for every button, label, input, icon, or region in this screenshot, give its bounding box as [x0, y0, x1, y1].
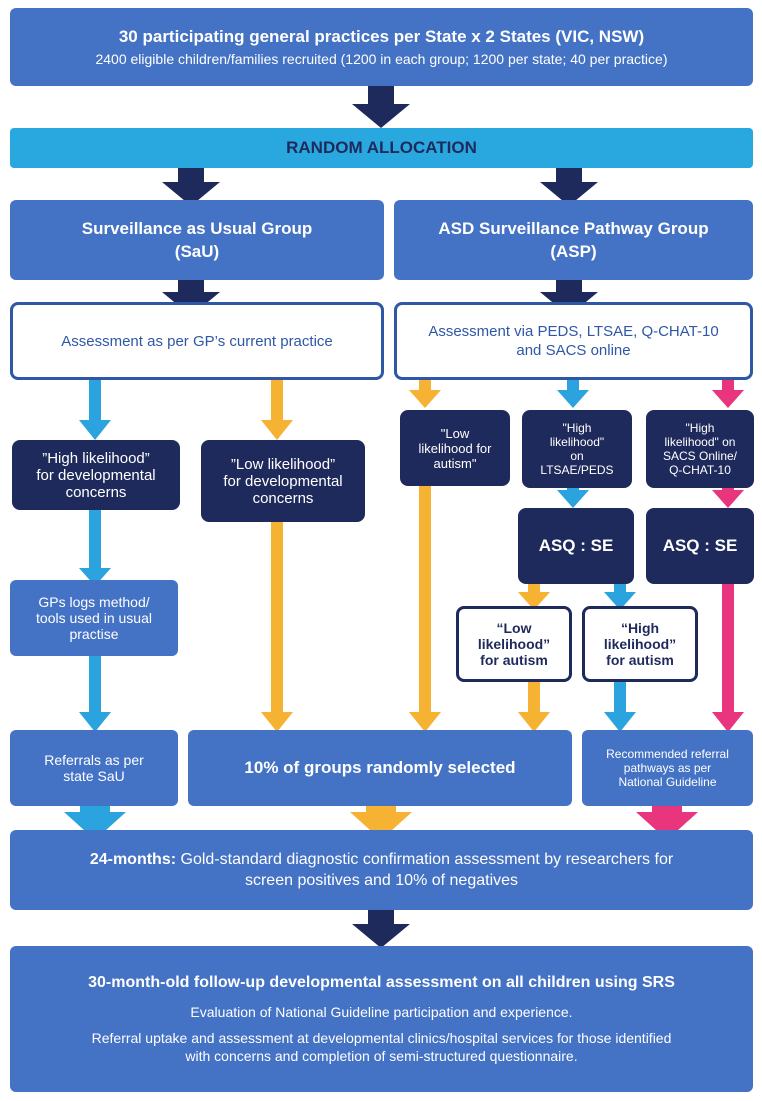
sau-assessment-box: Assessment as per GP’s current practice	[10, 302, 384, 380]
asp-low-likelihood-outcome-box: “Low likelihood” for autism	[456, 606, 572, 682]
month-30-line1: Evaluation of National Guideline partici…	[190, 1004, 573, 1020]
sau-low-likelihood-box: ”Low likelihood” for developmental conce…	[201, 440, 365, 522]
referrals-line2: state SaU	[63, 768, 125, 784]
asq-se-box-ltsae: ASQ : SE	[518, 508, 634, 584]
sau-high-line2: for developmental	[36, 466, 156, 484]
recommended-line1: Recommended referral	[606, 747, 729, 761]
sau-high-line1: ”High likelihood”	[42, 449, 150, 467]
arrow-sau-low	[261, 376, 293, 440]
month-30-title: 30-month-old follow-up developmental ass…	[88, 974, 675, 991]
asp-low-autism-line1: "Low	[440, 425, 470, 441]
asp-low2-line2: likelihood”	[477, 636, 551, 652]
asp-low-likelihood-autism-box: "Low likelihood for autism"	[400, 410, 510, 486]
month-30-line2: Referral uptake and assessment at develo…	[91, 1030, 672, 1046]
recommended-referral-box: Recommended referral pathways as per Nat…	[582, 730, 753, 806]
arrow-recommended-to-24m	[636, 796, 698, 840]
random-10-percent-label: 10% of groups randomly selected	[244, 758, 516, 777]
arrow-sau-high	[79, 376, 111, 440]
asp-high-ltsae-line4: LTSAE/PEDS	[540, 463, 614, 477]
asp-high2-line3: for autism	[606, 652, 674, 668]
arrow-high2-to-recommended	[604, 680, 636, 732]
arrow-random-to-sau	[162, 165, 220, 206]
sau-title-line1: Surveillance as Usual Group	[81, 218, 313, 238]
random-allocation-band: RANDOM ALLOCATION	[10, 128, 753, 168]
arrow-top-to-random	[352, 86, 410, 128]
top-subtitle: 2400 eligible children/families recruite…	[95, 51, 668, 67]
sau-title-line2: (SaU)	[174, 241, 220, 261]
arrow-ltsae-to-asq1	[557, 486, 589, 508]
asp-high-ltsae-line2: likelihood"	[549, 435, 605, 449]
month-24-assessment-box: 24-months: Gold-standard diagnostic conf…	[10, 830, 753, 910]
gp-logs-line3: practise	[69, 626, 119, 642]
gp-logs-line2: tools used in usual	[36, 610, 152, 626]
arrow-asq2-to-recommended	[712, 582, 744, 732]
recommended-line2: pathways as per	[623, 761, 712, 775]
top-title: 30 participating general practices per S…	[118, 27, 645, 46]
month-30-line3: with concerns and completion of semi-str…	[185, 1048, 578, 1064]
asp-title-line1: ASD Surveillance Pathway Group	[438, 218, 709, 238]
arrow-asp-to-assessment	[540, 276, 598, 316]
arrow-asp-low	[409, 376, 441, 408]
asq-se-box-sacs: ASQ : SE	[646, 508, 754, 584]
arrow-referrals-to-24m	[64, 796, 126, 840]
asp-high-ltsae-line1: "High	[562, 421, 592, 435]
sau-low-line2: for developmental	[223, 472, 343, 490]
top-participants-box: 30 participating general practices per S…	[10, 8, 753, 86]
arrow-asq1-to-low2	[518, 582, 550, 610]
arrow-logs-to-referrals	[79, 654, 111, 732]
month-24-line1: 24-months: Gold-standard diagnostic conf…	[90, 851, 673, 869]
sau-low-line3: concerns	[252, 489, 314, 507]
asp-high-likelihood-sacs-box: "High likelihood" on SACS Online/ Q-CHAT…	[646, 410, 754, 488]
asp-title-line2: (ASP)	[550, 241, 597, 261]
asp-high2-line1: “High	[620, 620, 660, 636]
arrow-sacs-to-asq2	[712, 486, 744, 508]
recommended-line3: National Guideline	[618, 775, 717, 789]
gp-logs-box: GPs logs method/ tools used in usual pra…	[10, 580, 178, 656]
asp-high-sacs-line3: SACS Online/	[662, 449, 738, 463]
asp-high-sacs-line2: likelihood" on	[664, 435, 736, 449]
asp-high2-line2: likelihood”	[603, 636, 677, 652]
asp-assessment-line2: and SACS online	[516, 342, 631, 359]
asp-high-sacs-line1: "High	[685, 421, 715, 435]
month-24-bold: 24-months:	[89, 850, 177, 868]
arrow-asq1-to-high2	[604, 582, 636, 610]
arrow-low-to-random10	[261, 520, 293, 732]
random-allocation-label: RANDOM ALLOCATION	[286, 138, 477, 157]
asp-low2-line3: for autism	[480, 652, 548, 668]
month-24-line2: screen positives and 10% of negatives	[244, 871, 519, 889]
asp-high-sacs-line4: Q-CHAT-10	[669, 463, 731, 477]
asp-low-autism-line3: autism"	[433, 455, 477, 471]
arrow-asp-high-sacs	[712, 376, 744, 408]
referrals-sau-box: Referrals as per state SaU	[10, 730, 178, 806]
sau-high-line3: concerns	[65, 483, 127, 501]
sau-low-line1: ”Low likelihood”	[230, 455, 336, 473]
sau-assessment-text: Assessment as per GP’s current practice	[61, 332, 333, 350]
asp-group-box: ASD Surveillance Pathway Group (ASP)	[394, 200, 753, 280]
month-30-followup-box: 30-month-old follow-up developmental ass…	[10, 946, 753, 1092]
asp-high-likelihood-ltsae-box: "High likelihood" on LTSAE/PEDS	[522, 410, 632, 488]
arrow-asp-high-ltsae	[557, 376, 589, 408]
asp-assessment-box: Assessment via PEDS, LTSAE, Q-CHAT-10 an…	[394, 302, 753, 380]
arrow-low2-to-random10	[518, 680, 550, 732]
asp-high-ltsae-line3: on	[570, 449, 584, 463]
arrow-24m-to-30m	[352, 908, 410, 948]
asp-low2-line1: “Low	[496, 620, 532, 636]
asp-low-autism-line2: likelihood for	[418, 440, 492, 456]
month-24-rest: Gold-standard diagnostic confirmation as…	[176, 850, 674, 868]
arrow-lowautism-to-random10	[409, 484, 441, 732]
asq-se-label-2: ASQ : SE	[662, 536, 738, 555]
arrow-random-to-asp	[540, 165, 598, 206]
arrow-sau-to-assessment	[162, 276, 220, 316]
gp-logs-line1: GPs logs method/	[38, 594, 150, 610]
asp-assessment-line1: Assessment via PEDS, LTSAE, Q-CHAT-10	[428, 323, 719, 340]
arrow-high-to-logs	[79, 508, 111, 586]
random-10-percent-box: 10% of groups randomly selected	[188, 730, 572, 806]
asq-se-label-1: ASQ : SE	[538, 536, 614, 555]
asp-high-likelihood-outcome-box: “High likelihood” for autism	[582, 606, 698, 682]
arrow-random10-to-24m	[350, 796, 412, 840]
sau-group-box: Surveillance as Usual Group (SaU)	[10, 200, 384, 280]
sau-high-likelihood-box: ”High likelihood” for developmental conc…	[12, 440, 180, 510]
referrals-line1: Referrals as per	[44, 752, 144, 768]
